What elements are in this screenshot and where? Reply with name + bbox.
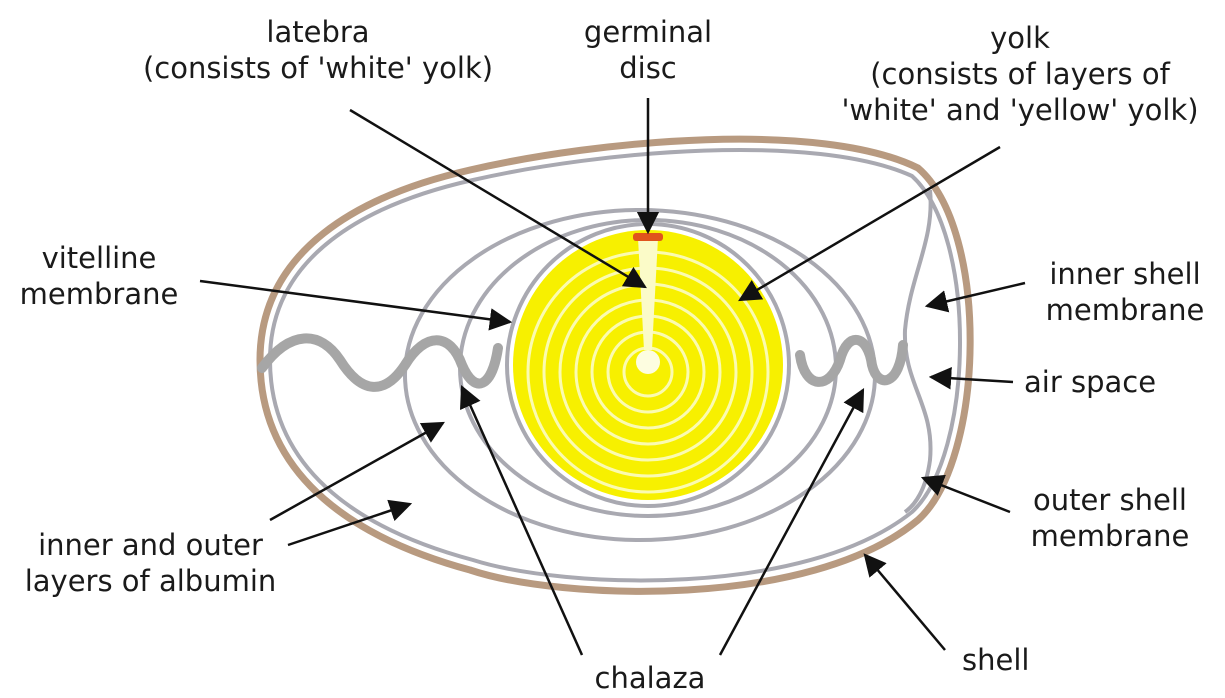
label-inner-shell-line2: membrane	[1030, 292, 1220, 328]
label-outer-shell-membrane: outer shell membrane	[1010, 482, 1210, 554]
arrow-vitelline-membrane	[200, 281, 510, 322]
arrow-inner-shell-membrane	[927, 283, 1025, 306]
inner-shell-membrane	[905, 190, 931, 512]
label-vitelline-line2: membrane	[14, 276, 184, 312]
label-latebra-line1: latebra	[118, 14, 518, 50]
label-latebra-line2: (consists of 'white' yolk)	[118, 50, 518, 86]
chalaza-right	[800, 340, 903, 382]
arrow-latebra	[350, 110, 645, 287]
label-albumin-line1: inner and outer	[8, 527, 293, 563]
label-outer-shell-line2: membrane	[1010, 518, 1210, 554]
arrow-yolk	[740, 147, 1000, 300]
label-yolk-line3: 'white' and 'yellow' yolk)	[815, 92, 1225, 128]
label-air-space-line1: air space	[1024, 364, 1204, 400]
label-inner-shell-membrane: inner shell membrane	[1030, 256, 1220, 328]
label-albumin-line2: layers of albumin	[8, 563, 293, 599]
label-yolk-line1: yolk	[815, 20, 1225, 56]
label-germinal-disc-line2: disc	[548, 50, 748, 86]
arrow-shell	[865, 555, 945, 650]
label-outer-shell-line1: outer shell	[1010, 482, 1210, 518]
label-yolk: yolk (consists of layers of 'white' and …	[815, 20, 1225, 128]
label-shell-line1: shell	[962, 642, 1062, 678]
label-chalaza-line1: chalaza	[570, 660, 730, 696]
label-shell: shell	[962, 642, 1062, 678]
label-vitelline-line1: vitelline	[14, 240, 184, 276]
label-inner-shell-line1: inner shell	[1030, 256, 1220, 292]
label-germinal-disc: germinal disc	[548, 14, 748, 86]
latebra-center	[636, 350, 660, 374]
label-vitelline-membrane: vitelline membrane	[14, 240, 184, 312]
label-albumin: inner and outer layers of albumin	[8, 527, 293, 599]
label-germinal-disc-line1: germinal	[548, 14, 748, 50]
germinal-disc	[633, 233, 663, 241]
label-air-space: air space	[1024, 364, 1204, 400]
label-yolk-line2: (consists of layers of	[815, 56, 1225, 92]
label-chalaza: chalaza	[570, 660, 730, 696]
label-latebra: latebra (consists of 'white' yolk)	[118, 14, 518, 86]
